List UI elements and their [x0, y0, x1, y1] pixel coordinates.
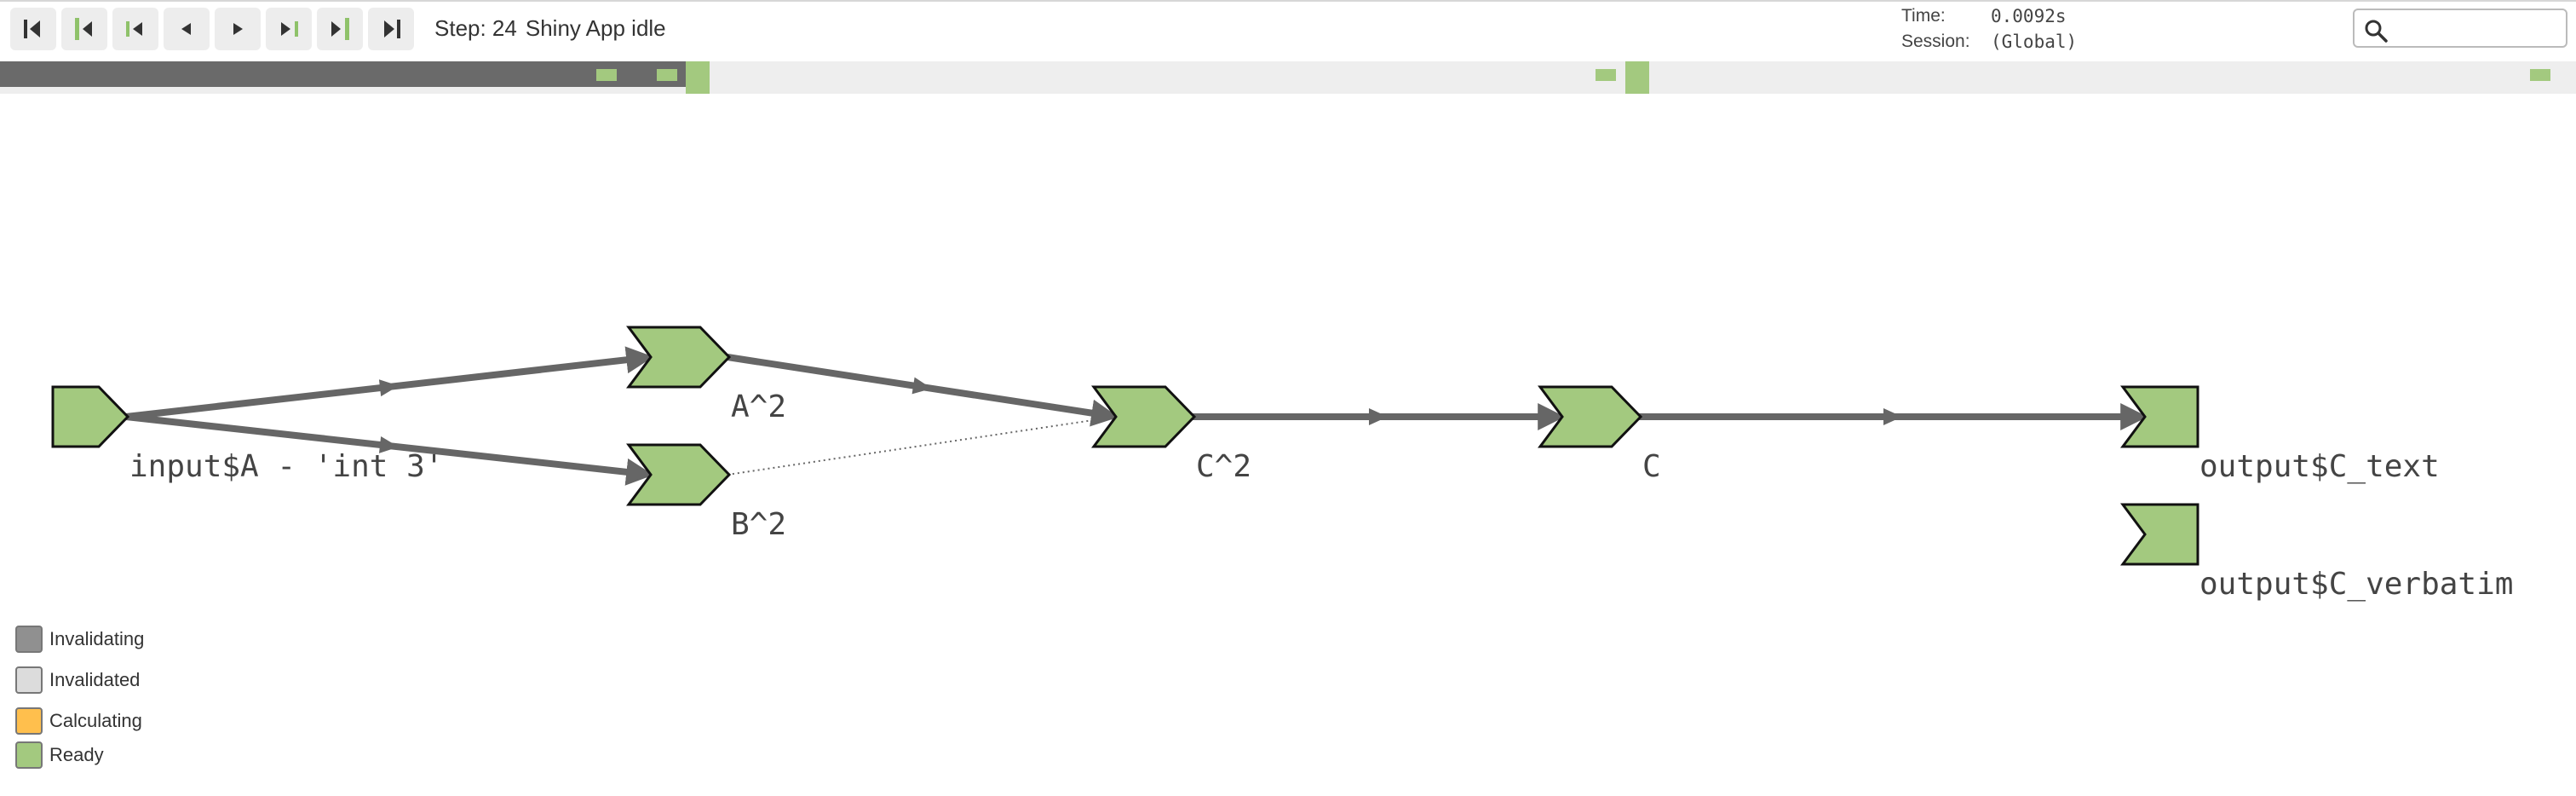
node-c-shape[interactable] — [1538, 385, 1643, 448]
search-box[interactable] — [2353, 9, 2567, 48]
edge-mid-arrow-icon — [378, 435, 399, 453]
previous-idle-button[interactable] — [61, 8, 107, 50]
node-c[interactable]: C — [1538, 385, 1661, 484]
timeline-mark[interactable] — [685, 61, 710, 94]
legend-item-invalidating: Invalidating — [15, 626, 144, 653]
timeline-mark[interactable] — [656, 69, 677, 81]
next-idle-button[interactable] — [317, 8, 363, 50]
step-forward-icon — [233, 23, 243, 35]
time-value: 0.0092s — [1991, 6, 2067, 26]
node-output-c-text[interactable]: output$C_text — [2120, 385, 2440, 484]
node-a-squared[interactable]: A^2 — [626, 326, 786, 424]
legend-swatch-invalidating — [15, 626, 43, 653]
previous-idle-icon — [75, 18, 92, 40]
legend-item-ready: Ready — [15, 741, 104, 769]
legend-swatch-ready — [15, 741, 43, 769]
legend-swatch-invalidated — [15, 666, 43, 694]
legend-label-calculating: Calculating — [49, 710, 142, 731]
node-output-c-text-shape[interactable] — [2120, 385, 2199, 448]
legend-label-ready: Ready — [49, 744, 104, 765]
skip-to-end-icon — [384, 20, 400, 38]
node-a-squared-label: A^2 — [731, 389, 786, 424]
node-output-c-text-label: output$C_text — [2199, 449, 2440, 484]
legend-item-calculating: Calculating — [15, 707, 142, 735]
next-step-button[interactable] — [215, 8, 261, 50]
node-output-c-verbatim-shape[interactable] — [2120, 503, 2199, 566]
previous-cycle-icon — [126, 21, 142, 37]
session-value: (Global) — [1991, 32, 2078, 52]
edge-B2-C2 — [727, 416, 1117, 476]
legend-swatch-calculating — [15, 707, 43, 735]
node-b-squared-shape[interactable] — [626, 443, 732, 506]
time-label: Time: — [1901, 6, 1946, 26]
next-cycle-button[interactable] — [266, 8, 312, 50]
node-output-c-verbatim-label: output$C_verbatim — [2199, 567, 2513, 602]
node-input-a-label: input$A - 'int 3' — [129, 449, 443, 484]
next-idle-icon — [331, 18, 349, 40]
timeline-mark[interactable] — [1595, 69, 1616, 81]
step-label: Step: 24 — [434, 15, 517, 41]
toolbar: Step: 24 Shiny App idle Time: 0.0092s Ses… — [0, 0, 2576, 60]
node-b-squared-label: B^2 — [731, 507, 786, 542]
node-c-label: C — [1642, 449, 1661, 484]
legend-label-invalidating: Invalidating — [49, 628, 145, 649]
node-c-squared[interactable]: C^2 — [1091, 385, 1251, 484]
top-border — [0, 0, 2576, 2]
search-icon — [2365, 20, 2388, 43]
last-step-button[interactable] — [368, 8, 414, 50]
previous-cycle-button[interactable] — [112, 8, 158, 50]
first-step-button[interactable] — [10, 8, 56, 50]
status-text: Shiny App idle — [525, 15, 666, 41]
skip-to-start-icon — [24, 20, 40, 38]
legend-label-invalidated: Invalidated — [49, 669, 141, 690]
previous-step-button[interactable] — [164, 8, 210, 50]
search-input[interactable] — [2392, 15, 2562, 43]
edge-mid-arrow-icon — [1883, 408, 1902, 425]
node-output-c-verbatim[interactable]: output$C_verbatim — [2120, 503, 2513, 602]
edge-mid-arrow-icon — [1369, 408, 1388, 425]
node-c-squared-label: C^2 — [1196, 449, 1251, 484]
timeline-mark[interactable] — [1624, 61, 1649, 94]
timeline-mark[interactable] — [596, 69, 618, 81]
node-a-squared-shape[interactable] — [626, 326, 732, 389]
time-session-info: Time: 0.0092s Session: (Global) — [1901, 6, 2077, 57]
next-cycle-icon — [281, 21, 298, 37]
node-input-a-shape[interactable] — [51, 385, 130, 448]
node-c-squared-shape[interactable] — [1091, 385, 1197, 448]
step-back-icon — [181, 23, 191, 35]
timeline-bar[interactable] — [0, 61, 2576, 94]
session-label: Session: — [1901, 32, 1970, 51]
timeline-mark[interactable] — [2530, 69, 2551, 81]
edge-mid-arrow-icon — [378, 379, 399, 397]
node-b-squared[interactable]: B^2 — [626, 443, 786, 542]
timeline-progress — [0, 61, 700, 87]
step-status: Step: 24 Shiny App idle — [434, 15, 675, 42]
node-input-a[interactable]: input$A - 'int 3' — [51, 385, 443, 484]
legend-item-invalidated: Invalidated — [15, 666, 140, 694]
edge-mid-arrow-icon — [911, 377, 932, 395]
